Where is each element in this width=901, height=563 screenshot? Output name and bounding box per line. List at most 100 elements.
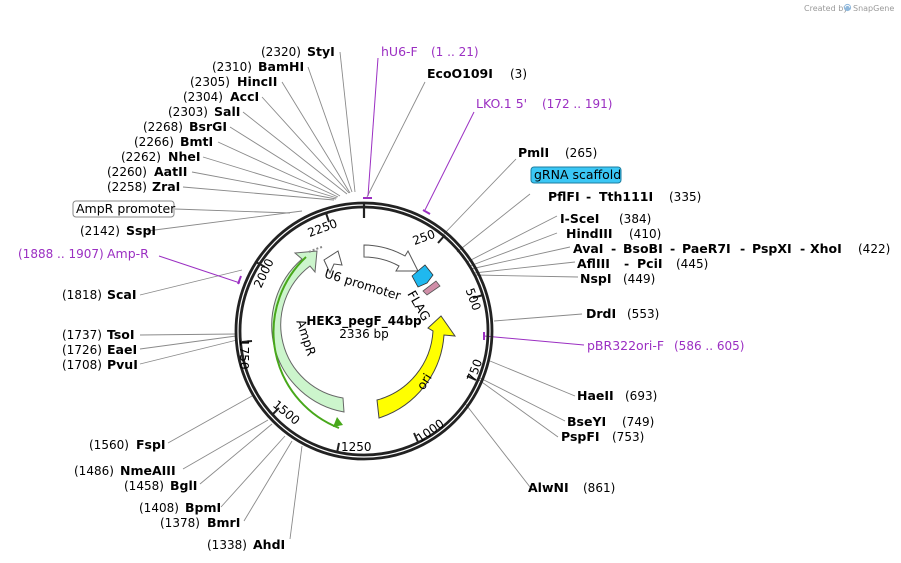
site-pos: (693) [625, 389, 657, 403]
site-ScaI[interactable]: (1818) ScaI [62, 287, 137, 302]
site-name: ZraI [152, 179, 180, 194]
site-AvaI-group[interactable]: AvaI - BsoBI - PaeR7I - PspXI - XhoI (42… [573, 241, 890, 256]
site-NheI[interactable]: (2262) NheI [121, 149, 201, 164]
credit-prefix: Created by [804, 4, 848, 13]
site-AhdI[interactable]: (1338) AhdI [207, 537, 285, 552]
callout-ampr-promoter-label: AmpR promoter [76, 201, 176, 216]
site-HincII[interactable]: (2305) HincII [190, 74, 277, 89]
site-name: BseYI [567, 414, 606, 429]
site-pos: (2303) [168, 105, 208, 119]
site-DrdI[interactable]: DrdI (553) [586, 306, 659, 321]
site-NspI[interactable]: NspI (449) [580, 271, 655, 286]
site-pos: (445) [676, 257, 708, 271]
site-SspI[interactable]: (2142) SspI [80, 223, 156, 238]
feature-u6-promoter[interactable] [363, 244, 419, 272]
site-sep: - [800, 241, 805, 256]
site-pos: (1408) [139, 501, 179, 515]
site-AatII[interactable]: (2260) AatII [107, 164, 187, 179]
plasmid-name: HEK3_pegF_44bp [306, 314, 422, 329]
site-name3: PaeR7I [682, 241, 731, 256]
site-name: PmlI [518, 145, 549, 160]
site-pos: (861) [583, 481, 615, 495]
site-pos: (2142) [80, 224, 120, 238]
site-EaeI[interactable]: (1726) EaeI [62, 342, 137, 357]
site-pos: (384) [619, 212, 651, 226]
site-name: PflFI [548, 189, 580, 204]
site-pos: (1338) [207, 538, 247, 552]
tick-250: 250 [411, 227, 437, 248]
primer-leaders [158, 57, 585, 346]
site-name: FspI [136, 437, 166, 452]
site-BglI[interactable]: (1458) BglI [124, 478, 197, 493]
primer-range: (1888 .. 1907) [18, 247, 104, 261]
site-EcoO109I[interactable]: EcoO109I (3) [427, 66, 527, 81]
callout-gRNA-scaffold[interactable]: gRNA scaffold [530, 166, 622, 184]
site-name: EcoO109I [427, 66, 493, 81]
site-AlwNI[interactable]: AlwNI (861) [528, 480, 615, 495]
site-BpmI[interactable]: (1408) BpmI [139, 500, 221, 515]
site-FspI[interactable]: (1560) FspI [89, 437, 166, 452]
site-name: PvuI [107, 357, 138, 372]
site-name: BpmI [185, 500, 221, 515]
site-ZraI[interactable]: (2258) ZraI [107, 179, 180, 194]
tick-1750: 1750 [237, 339, 251, 370]
site-TsoI[interactable]: (1737) TsoI [62, 327, 135, 342]
callout-gRNA-label: gRNA scaffold [534, 167, 621, 182]
site-name: BmtI [180, 134, 213, 149]
site-StyI[interactable]: (2320) StyI [261, 44, 335, 59]
feature-ori[interactable] [376, 315, 457, 419]
site-name: NmeAIII [120, 463, 176, 478]
site-BseYI[interactable]: BseYI (749) [567, 414, 654, 429]
primer-pBR322ori-F[interactable]: pBR322ori-F (586 .. 605) [587, 338, 744, 353]
site-I-SceI[interactable]: I-SceI (384) [560, 211, 651, 226]
leader-lines-left [139, 51, 356, 540]
site-AflIII-PciI[interactable]: AflIII - PciI (445) [577, 256, 708, 271]
site-BamHI[interactable]: (2310) BamHI [212, 59, 304, 74]
primer-hU6-F[interactable]: hU6-F (1 .. 21) [381, 44, 479, 59]
site-pos: (2262) [121, 150, 161, 164]
primer-name: LKO.1 5' [476, 96, 527, 111]
site-name: AlwNI [528, 480, 569, 495]
site-AccI[interactable]: (2304) AccI [183, 89, 259, 104]
label-ori: ori [413, 371, 434, 393]
site-name: AhdI [253, 537, 285, 552]
primer-Amp-R[interactable]: (1888 .. 1907) Amp-R [18, 246, 149, 261]
site-pos: (2258) [107, 180, 147, 194]
site-pos: (1708) [62, 358, 102, 372]
primer-name: hU6-F [381, 44, 418, 59]
feature-gRNA-scaffold[interactable] [411, 264, 434, 288]
site-pos: (2305) [190, 75, 230, 89]
site-pos: (422) [858, 242, 890, 256]
site-pos: (1726) [62, 343, 102, 357]
snapgene-icon [843, 3, 852, 12]
feature-ampr[interactable] [271, 250, 345, 413]
site-HaeII[interactable]: HaeII (693) [577, 388, 657, 403]
site-name: TsoI [107, 327, 135, 342]
site-BmrI[interactable]: (1378) BmrI [160, 515, 240, 530]
site-name: StyI [307, 44, 335, 59]
site-pos: (265) [565, 146, 597, 160]
site-pos: (2304) [183, 90, 223, 104]
site-pos: (2266) [134, 135, 174, 149]
site-NmeAIII[interactable]: (1486) NmeAIII [74, 463, 176, 478]
feature-flag[interactable] [422, 280, 441, 296]
site-PmlI[interactable]: PmlI (265) [518, 145, 597, 160]
site-HindIII[interactable]: HindIII (410) [566, 226, 661, 241]
site-BsrGI[interactable]: (2268) BsrGI [143, 119, 227, 134]
site-BmtI[interactable]: (2266) BmtI [134, 134, 213, 149]
site-pos: (3) [510, 67, 527, 81]
tick-1250: 1250 [341, 440, 372, 454]
site-name5: XhoI [810, 241, 842, 256]
site-pos: (2260) [107, 165, 147, 179]
primer-LKO1[interactable]: LKO.1 5' (172 .. 191) [476, 96, 612, 111]
site-PflFI-Tth111I[interactable]: PflFI - Tth111I (335) [548, 189, 701, 204]
primer-range: (586 .. 605) [674, 339, 744, 353]
site-name: EaeI [107, 342, 137, 357]
site-name: I-SceI [560, 211, 599, 226]
callout-ampr-promoter[interactable]: AmpR promoter [72, 200, 176, 218]
site-pos: (449) [623, 272, 655, 286]
site-SalI[interactable]: (2303) SalI [168, 104, 240, 119]
site-PvuI[interactable]: (1708) PvuI [62, 357, 138, 372]
site-sep: - [624, 256, 629, 271]
site-PspFI[interactable]: PspFI (753) [561, 429, 644, 444]
